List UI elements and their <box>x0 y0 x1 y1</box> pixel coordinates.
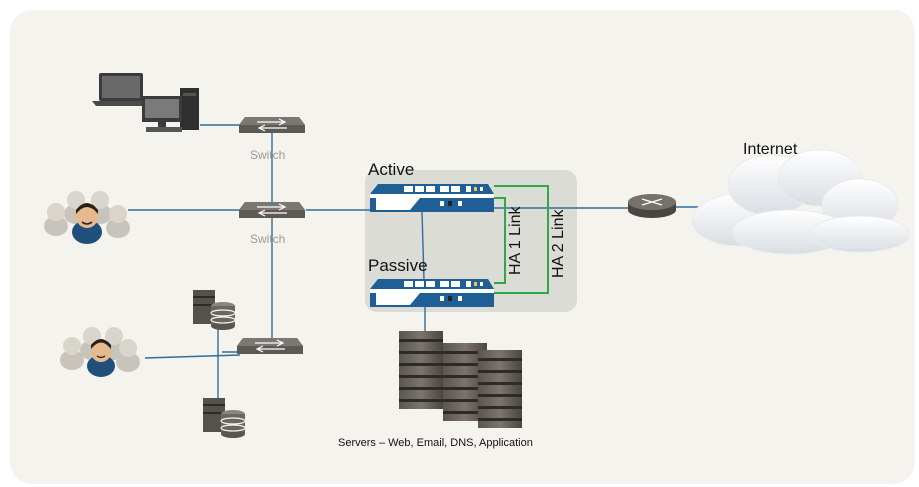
servers-label: Servers – Web, Email, DNS, Application <box>338 437 533 449</box>
router-icon <box>628 194 676 218</box>
user-group-icon <box>44 191 130 244</box>
switch-top-label: Switch <box>250 148 286 162</box>
ha-links <box>494 185 549 294</box>
database-server-icon <box>192 289 236 331</box>
internet-cloud-icon <box>691 149 911 255</box>
switch-bottom-icon <box>236 337 304 355</box>
firewall-active-icon <box>370 184 494 212</box>
passive-label: Passive <box>368 256 428 275</box>
internet-label: Internet <box>743 141 798 158</box>
user-group-2-icon <box>60 327 140 377</box>
network-links <box>128 124 718 408</box>
ha2-link-label: HA 2 Link <box>550 209 567 278</box>
switch-top-icon <box>238 116 306 134</box>
database-server-2-icon <box>202 397 246 439</box>
ha1-link-label: HA 1 Link <box>507 206 524 275</box>
workstations-icon <box>92 73 199 132</box>
switch-middle-icon <box>238 201 306 219</box>
active-label: Active <box>368 160 415 179</box>
firewall-passive-icon <box>370 279 494 307</box>
server-rack-icon <box>399 331 522 428</box>
switch-middle-label: Switch <box>250 232 286 246</box>
